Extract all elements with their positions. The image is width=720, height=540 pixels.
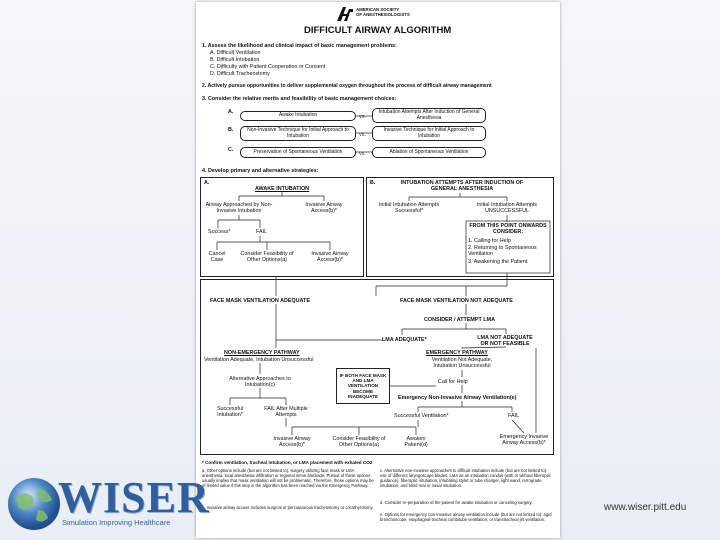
step-2: 2. Actively pursue opportunities to deli…: [202, 83, 492, 89]
successful-intubation: Successful Intubation*: [216, 406, 244, 418]
successful-ventilation: Successful Ventilation*: [394, 413, 449, 419]
noninvasive-node: Airway Approached by Non-Invasive Intuba…: [205, 202, 273, 214]
emergency-pathway: EMERGENCY PATHWAY: [426, 350, 488, 356]
website-url[interactable]: www.wiser.pitt.edu: [604, 502, 687, 513]
from-here-label: FROM THIS POINT ONWARDS CONSIDER:: [469, 223, 547, 235]
lma-not-adequate: LMA NOT ADEQUATE OR NOT FEASIBLE: [477, 335, 533, 347]
main-pathway-panel: [200, 279, 554, 455]
asa-logo-icon: [337, 7, 353, 21]
step-1-item: B. Difficult Intubation: [210, 57, 260, 63]
vs-label: VS.: [359, 151, 366, 156]
consider-item: 2. Returning to Spontaneous Ventilation: [468, 245, 537, 257]
choice-right-box: Ablation of Spontaneous Ventilation: [372, 147, 486, 158]
fail-multiple-attempts: FAIL After Multiple Attempts: [264, 406, 308, 418]
invasive-access-final: Invasive Airway Access(b)*: [273, 436, 311, 448]
consider-item: 3. Awakening the Patient: [468, 259, 528, 265]
fmv-not-adequate: FACE MASK VENTILATION NOT ADEQUATE: [400, 298, 513, 304]
choice-left-box: Awake Intubation: [240, 111, 356, 121]
initial-fail-node: Initial Intubation Attempts UNSUCCESSFUL: [476, 202, 538, 214]
step-3: 3. Consider the relative merits and feas…: [202, 96, 397, 102]
after-induction-panel: [366, 177, 554, 277]
non-emergency-subtitle: Ventilation Adequate, Intubation Unsucce…: [204, 357, 314, 363]
step-1-item: A. Difficult Ventilation: [210, 50, 261, 56]
globe-icon: [8, 478, 60, 530]
emergency-subtitle: Ventilation Not Adequate, Intubation Uns…: [431, 357, 493, 369]
panel-letter: B.: [370, 180, 376, 186]
flow-connectors: [216, 115, 551, 435]
society-name-line1: AMERICAN SOCIETY: [356, 7, 400, 12]
awaken-patient: Awaken Patient(d): [404, 436, 428, 448]
alternative-approaches: Alternative Approaches to Intubation(c): [229, 376, 291, 388]
initial-success-node: Initial Intubation Attempts Successful*: [378, 202, 440, 214]
cancel-case-node: Cancel Case: [208, 251, 226, 263]
call-for-help: Call for Help: [438, 379, 468, 385]
fail-node: FAIL: [508, 413, 520, 419]
invasive-node: Invasive Airway Access(b)*: [305, 202, 343, 214]
panel-letter: A.: [204, 180, 210, 186]
page-title: DIFFICULT AIRWAY ALGORITHM: [304, 25, 452, 36]
awake-intubation-panel: [200, 177, 364, 277]
vs-label: VS.: [359, 132, 366, 137]
wiser-logo-text: WISER: [58, 473, 210, 522]
invasive-access-node: Invasive Airway Access(b)*: [311, 251, 349, 263]
choice-right-box: Intubation Attempts After Induction of G…: [372, 108, 486, 123]
step-1-item: D. Difficult Tracheostomy: [210, 71, 270, 77]
footnote-c: c. Alternative non-invasive approaches t…: [380, 468, 551, 488]
choice-letter: C.: [228, 147, 234, 153]
footnote-b: b. Invasive airway access includes surgi…: [202, 505, 374, 510]
society-name-line2: OF ANESTHESIOLOGISTS: [356, 12, 410, 17]
awake-title: AWAKE INTUBATION: [254, 186, 310, 192]
algorithm-document: AMERICAN SOCIETY OF ANESTHESIOLOGISTS DI…: [196, 2, 560, 538]
choice-letter: A.: [228, 109, 234, 115]
fail-node: FAIL: [256, 229, 268, 235]
consider-lma: CONSIDER / ATTEMPT LMA: [424, 317, 495, 323]
choice-left-box: Preservation of Spontaneous Ventilation: [240, 147, 356, 158]
footnote-e: e. Options for emergency non-invasive ai…: [380, 512, 552, 522]
success-node: Success*: [208, 229, 231, 235]
consider-options-node: Consider Feasibility of Other Options(a): [240, 251, 294, 263]
after-title: INTUBATION ATTEMPTS AFTER INDUCTION OF G…: [400, 180, 524, 192]
footnote-confirm: * Confirm ventilation, tracheal intubati…: [202, 460, 373, 465]
step-4: 4. Develop primary and alternative strat…: [202, 168, 319, 174]
choice-letter: B.: [228, 127, 234, 133]
lma-adequate: LMA ADEQUATE*: [382, 337, 427, 343]
step-1-item: C. Difficulty with Patient Cooperation o…: [210, 64, 326, 70]
non-emergency-pathway: NON-EMERGENCY PATHWAY: [224, 350, 300, 356]
vs-label: VS.: [359, 114, 366, 119]
step-1: 1. Assess the likelihood and clinical im…: [202, 43, 397, 49]
choice-left-box: Non-Invasive Technique for Initial Appro…: [240, 126, 356, 141]
consider-item: 1. Calling for Help: [468, 238, 511, 244]
wiser-tagline: Simulation Improving Healthcare: [62, 518, 171, 527]
choice-right-box: Invasive Technique for Initial Approach …: [372, 126, 486, 141]
if-both-inadequate-box: IF BOTH FACE MASK AND LMA VENTILATION BE…: [336, 368, 390, 404]
footnote-d: d. Consider re-preparation of the patien…: [380, 500, 533, 505]
emergency-invasive-access: Emergency Invasive Airway Access(b)*: [499, 434, 549, 446]
fmv-adequate: FACE MASK VENTILATION ADEQUATE: [210, 298, 310, 304]
consider-other-options: Consider Feasibility of Other Options(a): [332, 436, 386, 448]
emergency-noninvasive: Emergency Non-Invasive Airway Ventilatio…: [398, 395, 517, 401]
footnote-a: a. Other options include (but are not li…: [202, 468, 374, 488]
